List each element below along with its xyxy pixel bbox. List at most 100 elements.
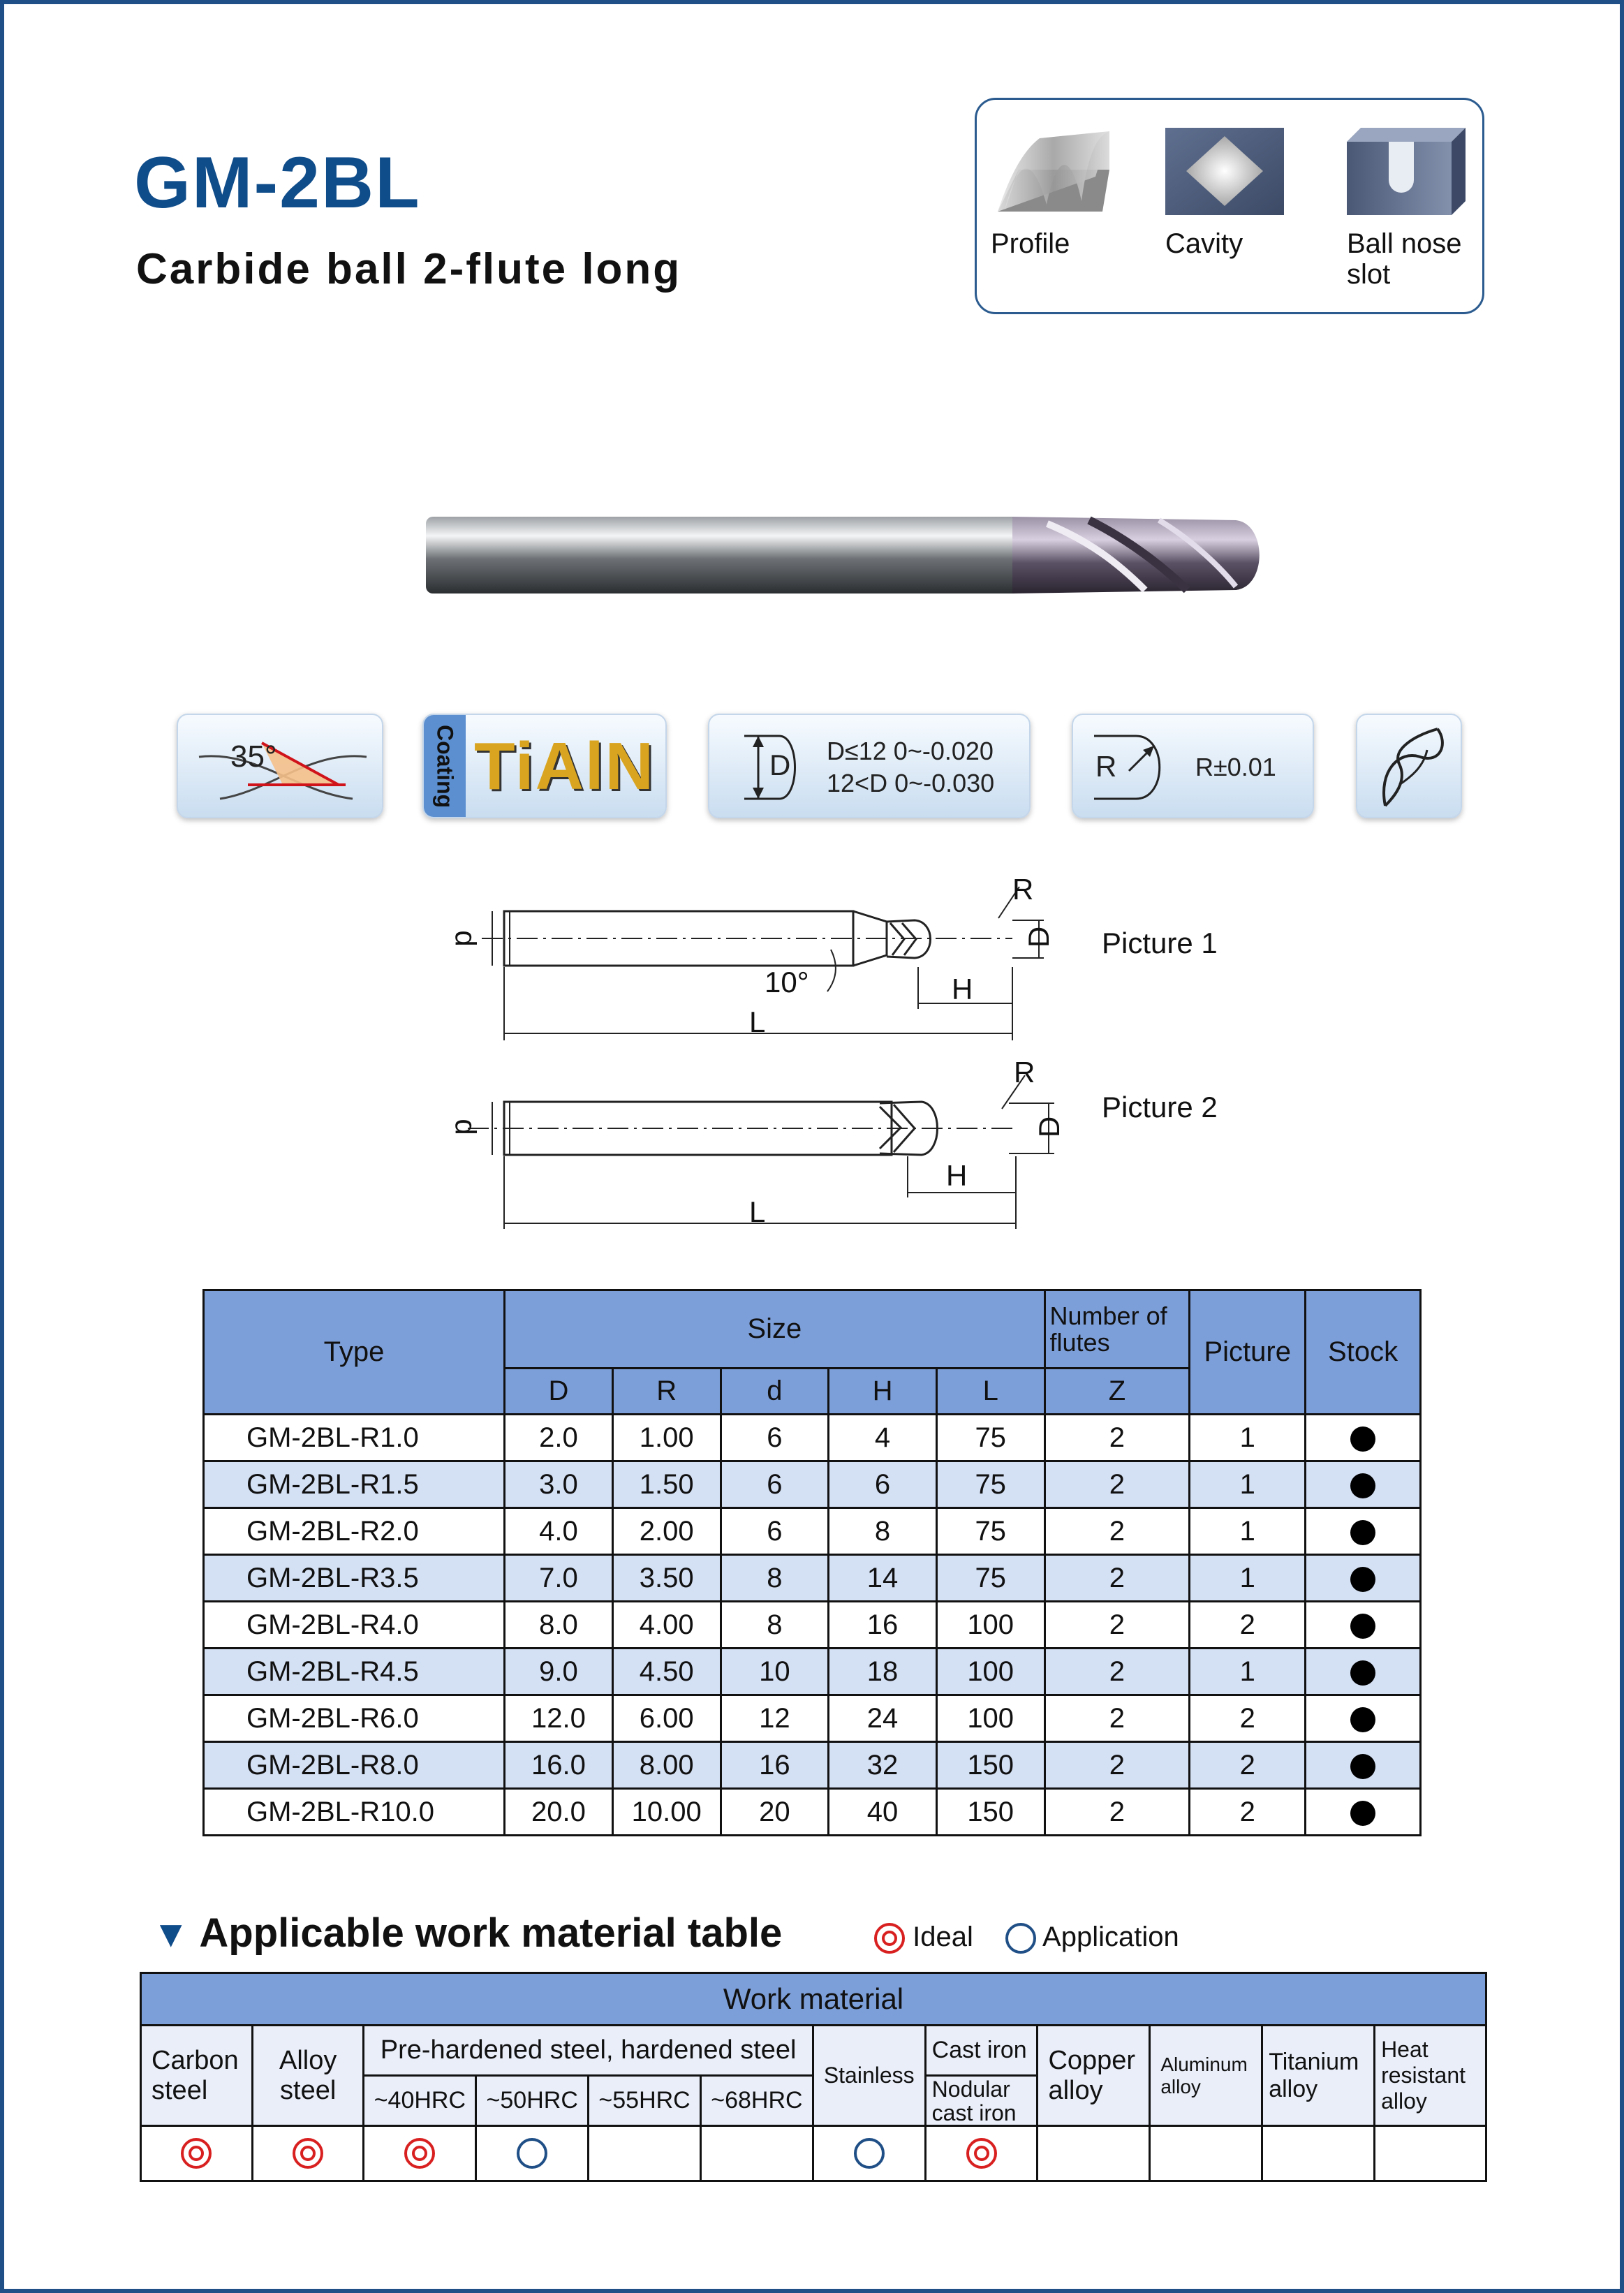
work-material-header: Work material	[140, 1972, 1487, 2026]
cell-L: 75	[935, 1460, 1046, 1509]
header-size: Size	[503, 1289, 1046, 1369]
cell-type: GM-2BL-R1.5	[202, 1460, 506, 1509]
cell-type: GM-2BL-R4.0	[202, 1600, 506, 1649]
cell-R: 2.00	[611, 1507, 722, 1556]
application-ball-nose-slot-label: Ball nose slot	[1347, 228, 1462, 290]
rating-stainless	[811, 2125, 927, 2182]
cell-stock	[1304, 1694, 1422, 1743]
stock-dot-icon	[1350, 1519, 1376, 1545]
cell-d: 6	[719, 1460, 830, 1509]
stock-dot-icon	[1350, 1473, 1376, 1498]
cell-d: 10	[719, 1647, 830, 1696]
flute-spec	[1356, 714, 1462, 818]
picture2-R-label: R	[1014, 1056, 1035, 1089]
coating-spec: Coating TiAlN	[422, 714, 667, 818]
picture2-d-label: d	[449, 1119, 482, 1135]
cell-L: 75	[935, 1507, 1046, 1556]
work-material-table: Work material Carbon steel Alloy steel P…	[140, 1972, 1487, 2182]
table-row: GM-2BL-R4.0 8.0 4.00 8 16 100 2 2	[202, 1600, 1422, 1649]
cell-stock	[1304, 1413, 1422, 1462]
cell-Z: 2	[1043, 1647, 1191, 1696]
radius-tolerance-value: R±0.01	[1195, 753, 1276, 781]
prehardened-header: Pre-hardened steel, hardened steel	[362, 2024, 814, 2077]
cast-iron-header: Cast iron	[924, 2024, 1039, 2077]
alloy-steel-header: Alloy steel	[251, 2024, 365, 2127]
cell-R: 8.00	[611, 1741, 722, 1790]
cell-stock	[1304, 1647, 1422, 1696]
hrc68-header: ~68HRC	[699, 2074, 814, 2127]
dimension-table: Type Size Number of flutes Picture Stock…	[202, 1289, 1422, 1836]
cell-H: 18	[827, 1647, 938, 1696]
picture1-d-label: d	[449, 930, 482, 947]
coating-name: TiAlN	[474, 729, 655, 804]
rating-hrc55	[587, 2125, 702, 2182]
cell-type: GM-2BL-R4.5	[202, 1647, 506, 1696]
helix-angle-icon	[198, 742, 367, 800]
cell-d: 8	[719, 1554, 830, 1602]
hrc40-header: ~40HRC	[362, 2074, 478, 2127]
aluminum-alloy-header: Aluminum alloy	[1149, 2024, 1264, 2127]
cell-L: 75	[935, 1413, 1046, 1462]
header-type: Type	[202, 1289, 506, 1415]
rating-copper-alloy	[1036, 2125, 1151, 2182]
helix-angle-spec: 35°	[177, 714, 383, 818]
picture2-D-label: D	[1033, 1116, 1066, 1138]
cell-R: 1.00	[611, 1413, 722, 1462]
cell-R: 1.50	[611, 1460, 722, 1509]
application-cavity: Cavity	[1165, 128, 1298, 259]
application-icon	[853, 2138, 885, 2169]
cell-L: 150	[935, 1741, 1046, 1790]
stock-dot-icon	[1350, 1753, 1376, 1779]
cell-R: 10.00	[611, 1787, 722, 1836]
legend-ideal-label: Ideal	[913, 1922, 973, 1952]
cell-Z: 2	[1043, 1554, 1191, 1602]
rating-carbon-steel	[140, 2125, 253, 2182]
end-mill-image	[426, 516, 1260, 593]
cell-D: 16.0	[503, 1741, 614, 1790]
rating-hrc68	[699, 2125, 814, 2182]
cell-Z: 2	[1043, 1741, 1191, 1790]
rating-heat-resistant-alloy	[1373, 2125, 1487, 2182]
radius-tolerance-spec: R R±0.01	[1072, 714, 1314, 818]
table-row: GM-2BL-R3.5 7.0 3.50 8 14 75 2 1	[202, 1554, 1422, 1602]
cell-L: 75	[935, 1554, 1046, 1602]
cell-D: 7.0	[503, 1554, 614, 1602]
profile-icon	[998, 131, 1109, 212]
hrc55-header: ~55HRC	[587, 2074, 702, 2127]
table-row: GM-2BL-R8.0 16.0 8.00 16 32 150 2 2	[202, 1741, 1422, 1790]
diameter-tolerance-spec: D D≤12 0~-0.020 12<D 0~-0.030	[708, 714, 1031, 818]
cell-type: GM-2BL-R2.0	[202, 1507, 506, 1556]
drawing-picture-2	[468, 1075, 1054, 1229]
radius-symbol: R	[1095, 750, 1117, 783]
cell-type: GM-2BL-R6.0	[202, 1694, 506, 1743]
cell-H: 40	[827, 1787, 938, 1836]
cell-D: 9.0	[503, 1647, 614, 1696]
drawing-picture-1	[482, 886, 1044, 1040]
rating-hrc50	[475, 2125, 590, 2182]
work-material-section-title: ▼ Applicable work material table	[152, 1910, 782, 1956]
copper-alloy-header: Copper alloy	[1036, 2024, 1151, 2127]
cell-picture: 2	[1188, 1694, 1307, 1743]
ideal-icon	[874, 1923, 905, 1954]
cell-picture: 2	[1188, 1787, 1307, 1836]
cell-stock	[1304, 1600, 1422, 1649]
cell-picture: 1	[1188, 1647, 1307, 1696]
cell-D: 20.0	[503, 1787, 614, 1836]
picture1-D-label: D	[1022, 926, 1056, 948]
stock-dot-icon	[1350, 1566, 1376, 1592]
ideal-icon	[966, 2138, 997, 2169]
rating-hrc40	[362, 2125, 478, 2182]
tolerance-line-2: 12<D 0~-0.030	[827, 769, 995, 797]
cell-Z: 2	[1043, 1413, 1191, 1462]
heat-resistant-alloy-header: Heat resistant alloy	[1373, 2024, 1487, 2127]
rating-cast-iron	[924, 2125, 1039, 2182]
header-R: R	[611, 1367, 722, 1415]
two-flute-icon	[1382, 728, 1444, 807]
picture1-L-label: L	[749, 1005, 766, 1038]
cell-d: 8	[719, 1600, 830, 1649]
cell-stock	[1304, 1741, 1422, 1790]
cell-R: 6.00	[611, 1694, 722, 1743]
cell-picture: 1	[1188, 1413, 1307, 1462]
rating-alloy-steel	[251, 2125, 365, 2182]
rating-titanium-alloy	[1261, 2125, 1376, 2182]
